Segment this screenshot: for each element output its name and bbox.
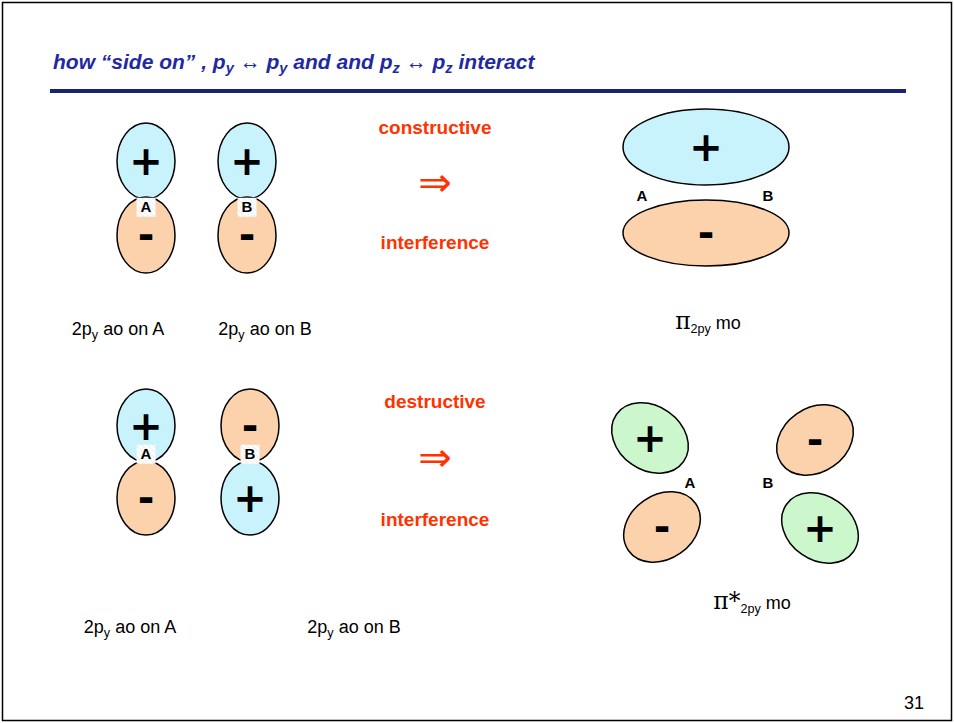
interference-note: interference [381, 233, 490, 254]
title-rule [50, 89, 906, 93]
lobe-ellipse [610, 477, 714, 576]
orbital-lobe: + [217, 122, 277, 200]
lobe-ellipse [218, 197, 276, 273]
text-label: 2py ao on A [84, 618, 176, 638]
phase-sign: - [138, 478, 155, 518]
lobe-ellipse [117, 123, 175, 199]
lobe-ellipse [768, 478, 872, 577]
atom-label: A [137, 198, 156, 217]
phase-sign: - [807, 420, 824, 460]
lobe-ellipse [623, 200, 789, 266]
lobe-ellipse [117, 197, 175, 273]
phase-sign: + [233, 478, 267, 518]
text-label: B [763, 188, 774, 205]
interference-note: ⇒ [418, 160, 452, 204]
text-label: π*2py mo [713, 589, 790, 615]
slide-border [3, 3, 952, 721]
orbital-lobe: - [620, 494, 704, 560]
orbital-lobe: + [608, 405, 692, 471]
atom-label: B [238, 198, 257, 217]
interference-note: destructive [384, 392, 485, 413]
lobe-ellipse [117, 461, 175, 535]
phase-sign: + [689, 127, 723, 167]
atom-label: A [137, 445, 156, 464]
phase-sign: - [698, 213, 715, 253]
lobe-ellipse [598, 388, 702, 487]
orbital-lobe: - [773, 407, 857, 473]
interference-note: interference [381, 510, 490, 531]
text-label: A [685, 475, 696, 492]
phase-sign: + [230, 141, 264, 181]
phase-sign: - [242, 406, 259, 446]
text-label: 31 [904, 694, 924, 714]
phase-sign: - [239, 215, 256, 255]
orbital-lobe: + [116, 122, 176, 200]
phase-sign: - [654, 507, 671, 547]
phase-sign: + [803, 508, 837, 548]
text-label: B [763, 475, 774, 492]
phase-sign: + [129, 406, 163, 446]
phase-sign: + [633, 418, 667, 458]
interference-note: constructive [379, 118, 492, 139]
text-label: 2py ao on B [307, 618, 400, 638]
phase-sign: + [129, 141, 163, 181]
orbital-lobe: + [220, 460, 280, 536]
orbital-lobe: + [622, 108, 790, 186]
text-label: π2py mo [675, 309, 741, 335]
text-label: A [637, 188, 648, 205]
lobe-ellipse [221, 461, 279, 535]
orbital-lobe: - [116, 460, 176, 536]
lobe-ellipse [218, 123, 276, 199]
lobe-ellipse [763, 390, 867, 489]
interference-note: ⇒ [418, 435, 452, 479]
orbital-lobe: + [778, 495, 862, 561]
orbital-lobe: - [622, 199, 790, 267]
atom-label: B [241, 445, 260, 464]
slide-title: how “side on” , py ↔ py and and pz ↔ pz … [53, 50, 534, 74]
lobe-ellipse [623, 109, 789, 185]
text-label: 2py ao on B [218, 320, 311, 340]
phase-sign: - [138, 215, 155, 255]
text-label: 2py ao on A [72, 320, 164, 340]
